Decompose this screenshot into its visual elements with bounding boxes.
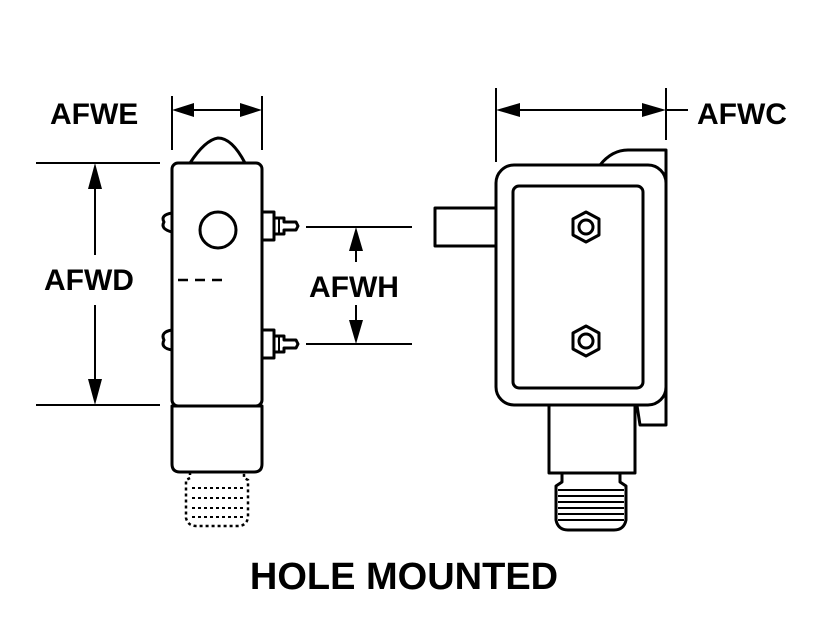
left-clip-upper bbox=[161, 211, 173, 234]
front-connector-neck bbox=[547, 403, 637, 475]
fitting-lower bbox=[260, 328, 300, 360]
diagram-caption: HOLE MOUNTED bbox=[250, 556, 558, 598]
afwc-dimension bbox=[495, 88, 688, 162]
side-body bbox=[170, 161, 264, 408]
afwd-label: AFWD bbox=[44, 264, 134, 297]
side-view bbox=[36, 96, 412, 528]
front-view bbox=[433, 88, 688, 532]
side-lower-section bbox=[170, 404, 264, 474]
mounting-hole-circle bbox=[198, 210, 238, 250]
fitting-upper bbox=[260, 210, 300, 242]
front-inner-panel bbox=[511, 184, 645, 390]
afwh-label: AFWH bbox=[309, 271, 399, 304]
front-mounting-tab bbox=[433, 206, 499, 248]
afwe-label: AFWE bbox=[50, 98, 138, 131]
afwd-dimension bbox=[36, 162, 160, 406]
front-ribbed-connector bbox=[554, 471, 628, 532]
left-clip-lower bbox=[161, 328, 173, 352]
hex-nut-lower bbox=[571, 324, 601, 358]
afwe-dimension bbox=[171, 96, 263, 150]
side-knurled-connector bbox=[184, 472, 250, 528]
afwh-dimension bbox=[306, 226, 412, 345]
side-top-cap bbox=[188, 136, 247, 165]
afwc-label: AFWC bbox=[697, 98, 787, 131]
hex-nut-upper bbox=[571, 210, 601, 244]
